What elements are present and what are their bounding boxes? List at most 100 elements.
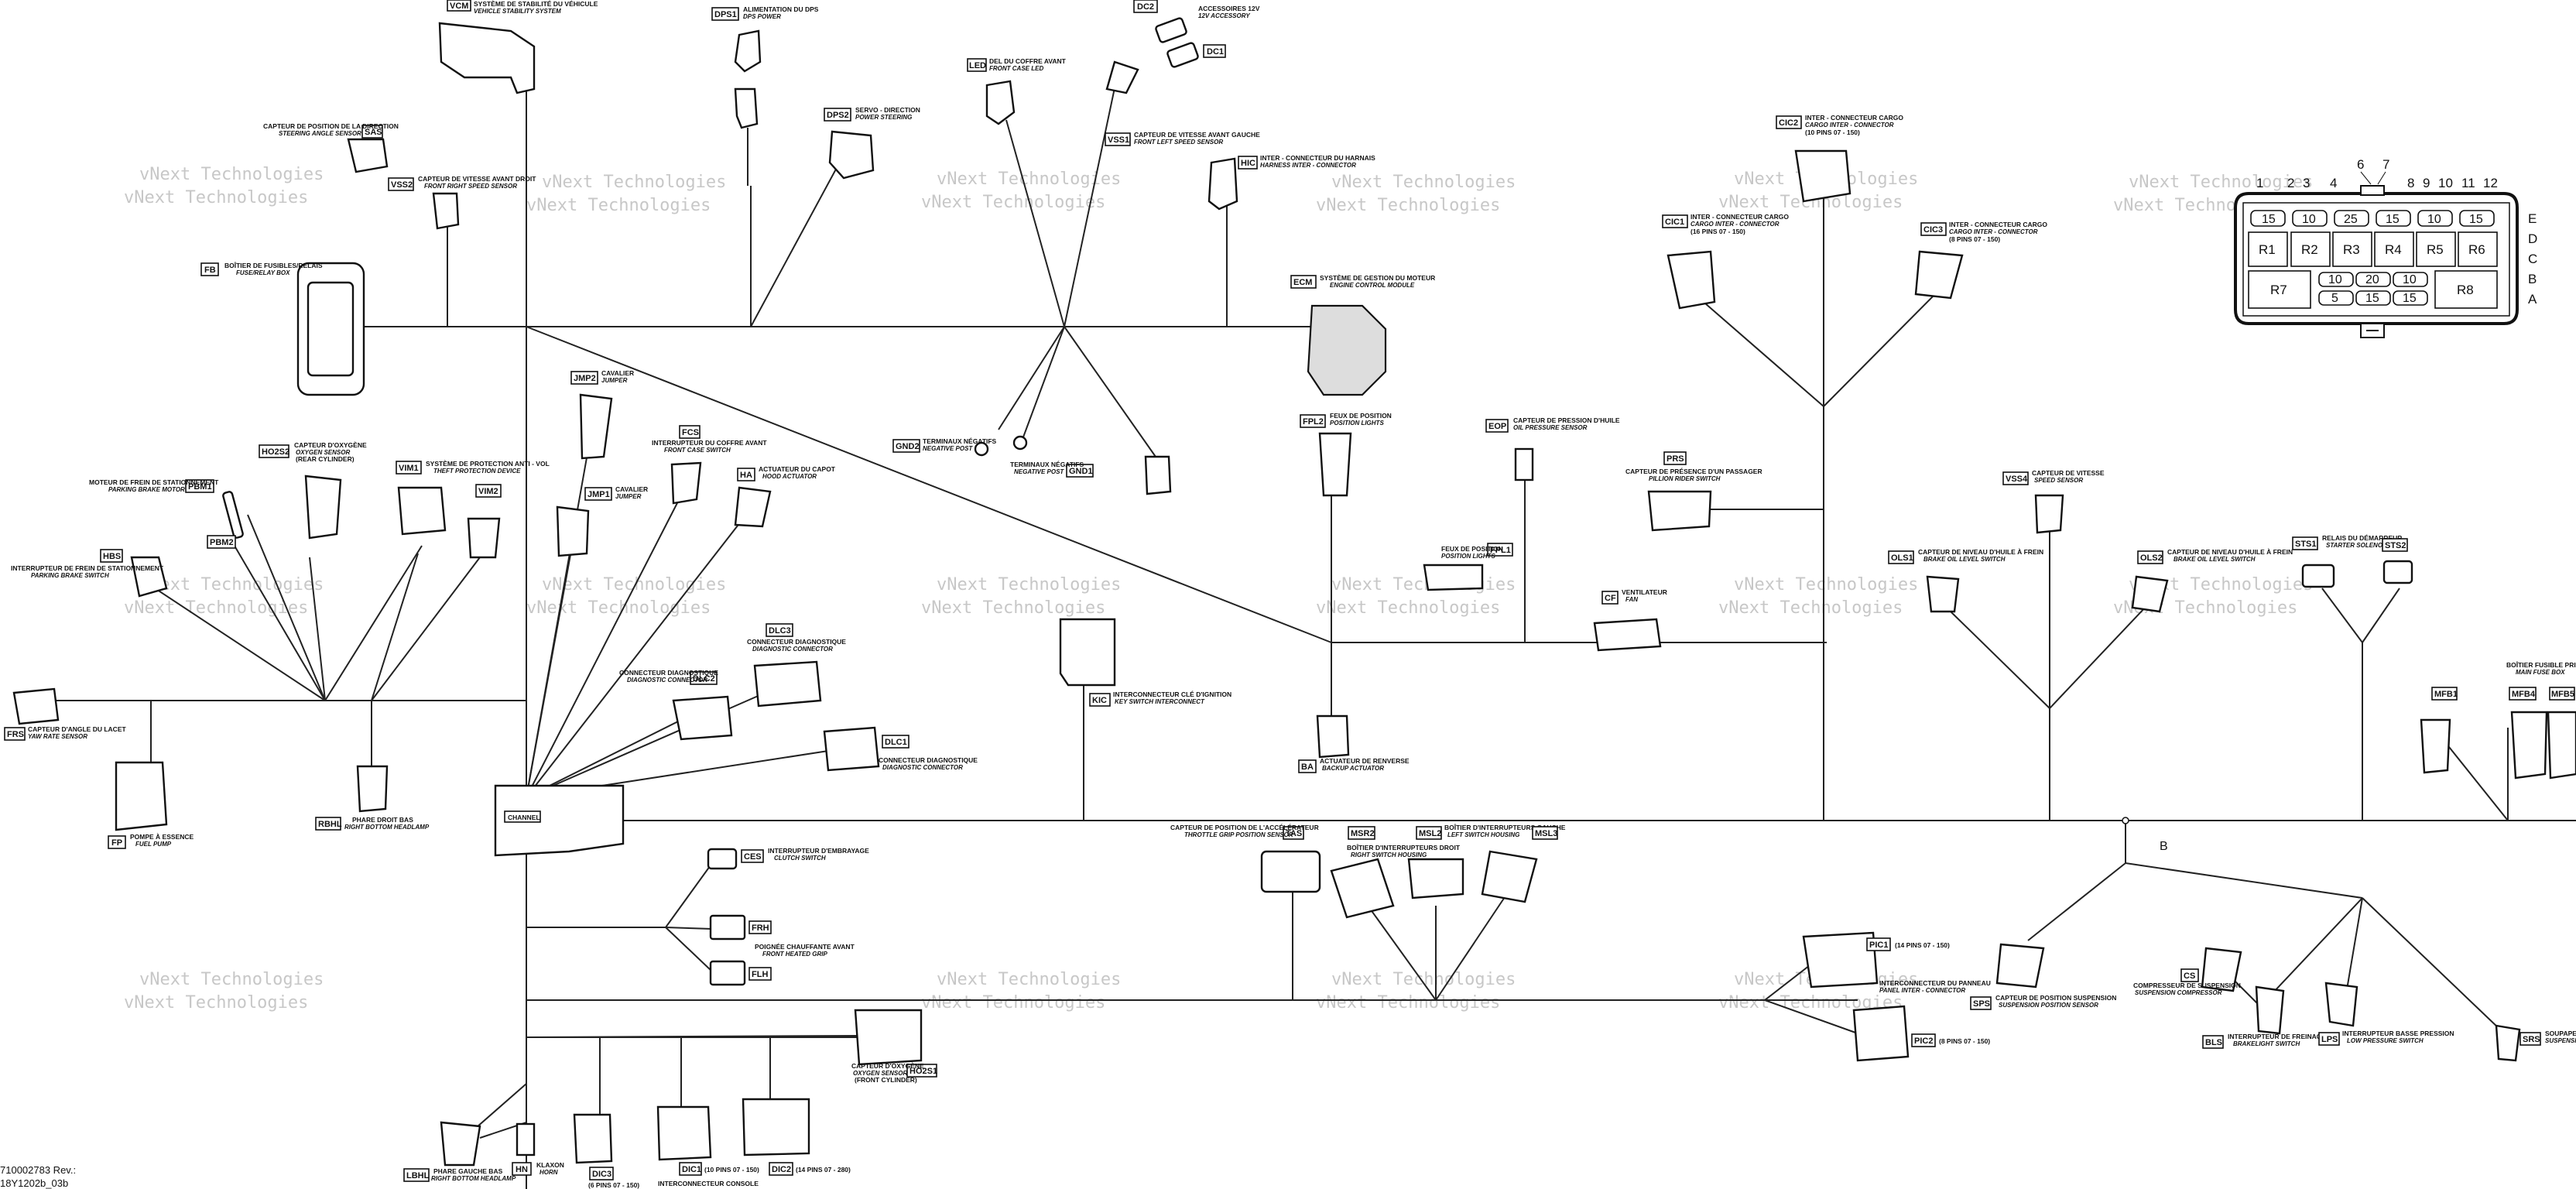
label-fcs-en: FRONT CASE SWITCH (664, 447, 731, 454)
tag-sps: SPS (1973, 999, 1990, 1009)
watermark: vNext Technologies (1718, 598, 1903, 618)
tas-connector-icon (1260, 850, 1321, 893)
ho2s1-connector-icon (854, 1009, 923, 1066)
fuse-value: 15 (2469, 213, 2483, 226)
label-ho2s2-fr: CAPTEUR D'OXYGÈNE (294, 441, 367, 449)
frh-connector-icon (709, 914, 746, 941)
tag-fpl1: FPL1 (1490, 546, 1511, 555)
fuse-col-num: 1 (2256, 176, 2263, 190)
label-hbs-en: PARKING BRAKE SWITCH (31, 572, 109, 579)
label-lbhl-fr: PHARE GAUCHE BAS (433, 1167, 503, 1175)
relay-label: R1 (2259, 242, 2276, 257)
label-ecm-en: ENGINE CONTROL MODULE (1330, 282, 1415, 289)
watermark: vNext Technologies (526, 196, 711, 215)
label-led-en: FRONT CASE LED (989, 65, 1043, 72)
tag-vss2: VSS2 (391, 180, 413, 190)
tag-jmp1: JMP1 (587, 490, 610, 499)
tag-pic2: PIC2 (1914, 1037, 1933, 1046)
tag-hn: HN (516, 1165, 528, 1174)
tag-pic1: PIC1 (1869, 941, 1888, 950)
harness-wires (15, 46, 2576, 1189)
relay-label: R6 (2468, 242, 2485, 257)
srs-connector-icon (2495, 1024, 2521, 1062)
tag-vim2: VIM2 (478, 487, 498, 496)
relay-label: R2 (2301, 242, 2318, 257)
fuse-col-num: 8 (2407, 176, 2414, 190)
ba-connector-icon (1316, 714, 1350, 759)
tag-cf: CF (1605, 594, 1616, 603)
label-ces-en: CLUTCH SWITCH (774, 855, 826, 862)
tag-fpl2: FPL2 (1303, 417, 1324, 427)
label-fb-fr: BOÎTIER DE FUSIBLES/RELAIS (224, 261, 323, 269)
cic1-connector-icon (1667, 250, 1716, 310)
fpl2-connector-icon (1318, 432, 1352, 497)
fuse-col-num: 4 (2330, 176, 2337, 190)
label-cf-en: FAN (1625, 596, 1638, 603)
fuse-col-num: 10 (2438, 176, 2453, 190)
watermark: vNext Technologies (937, 970, 1121, 989)
tag-rbhl: RBHL (318, 820, 342, 829)
label-vss2-en: FRONT RIGHT SPEED SENSOR (424, 183, 517, 190)
sts1-connector-icon (2301, 564, 2335, 588)
label-cs-en: SUSPENSION COMPRESSOR (2135, 989, 2222, 996)
watermark: vNext Technologies (1331, 173, 1516, 192)
tag-sts2: STS2 (2385, 541, 2406, 550)
label-dc2-en: 12V ACCESSORY (1198, 12, 1250, 19)
dps2-connector-icon (828, 130, 875, 180)
tag-dc1: DC1 (1207, 47, 1224, 57)
relay-row-1: R1 R2 R3 R4 R5 R6 (2248, 231, 2498, 267)
label-ho2s1-en: OXYGEN SENSOR (853, 1070, 907, 1077)
tag-sts1: STS1 (2295, 540, 2317, 549)
label-msr2-en: RIGHT SWITCH HOUSING (1351, 851, 1427, 858)
label-gnd2-en: NEGATIVE POST (923, 445, 973, 452)
ces-connector-icon (707, 848, 738, 870)
label-jmp1-fr: CAVALIER (615, 485, 648, 493)
watermark: vNext Technologies (139, 970, 324, 989)
tag-cic1: CIC1 (1665, 218, 1684, 227)
document-footer: 710002783 Rev.: 18Y1202b_03b (0, 1164, 76, 1189)
ols1-connector-icon (1926, 575, 1960, 613)
tag-ces: CES (744, 852, 762, 862)
fuse-box-detail: 1 2 3 4 6 7 8 9 10 11 12 E D C B A 15 10… (2234, 157, 2537, 338)
tag-vss1: VSS1 (1108, 135, 1129, 145)
watermark: vNext Technologies (542, 173, 726, 192)
label-eop-en: OIL PRESSURE SENSOR (1513, 424, 1588, 431)
fuse-row-letter: A (2528, 292, 2537, 307)
label-dlc1-en: DIAGNOSTIC CONNECTOR (882, 764, 963, 771)
label-pbm1-en: PARKING BRAKE MOTOR (108, 486, 185, 493)
branch-label-b: B (2160, 840, 2168, 853)
label-frs-en: YAW RATE SENSOR (28, 733, 87, 740)
tag-led: LED (969, 61, 986, 70)
label-srs-fr: SOUPAPE (2545, 1030, 2576, 1037)
fuse-col-num: 7 (2382, 157, 2389, 172)
label-bls-fr: INTERRUPTEUR DE FREINAGE (2228, 1033, 2326, 1040)
tag-dlc2: DLC2 (693, 674, 715, 684)
fuse-value: 10 (2403, 273, 2417, 286)
rbhl-connector-icon (356, 765, 389, 813)
tag-frs: FRS (7, 730, 24, 739)
tag-flh: FLH (752, 970, 768, 979)
dic3-connector-icon (573, 1113, 613, 1164)
mfb4-connector-icon (2510, 711, 2548, 780)
label-cs-fr: COMPRESSEUR DE SUSPENSION (2133, 982, 2241, 989)
connector-labels: VCM SYSTÈME DE STABILITÉ DU VÉHICULE VEH… (4, 0, 2576, 1189)
tag-dps1: DPS1 (714, 10, 737, 19)
pic2-connector-icon (1852, 1005, 1910, 1062)
label-cic2-en: CARGO INTER - CONNECTOR (1805, 122, 1894, 128)
label-hic-fr: INTER - CONNECTEUR DU HARNAIS (1260, 154, 1375, 162)
label-cic1-en: CARGO INTER - CONNECTOR (1690, 221, 1780, 228)
watermark: vNext Technologies (1734, 575, 1918, 594)
label-vim1-fr: SYSTÈME DE PROTECTION ANTI - VOL (426, 460, 550, 468)
fuse-col-num: 2 (2287, 176, 2294, 190)
watermark: vNext Technologies (542, 575, 726, 594)
fuse-value: 15 (2262, 213, 2276, 226)
label-eop-fr: CAPTEUR DE PRESSION D'HUILE (1513, 416, 1620, 424)
label-fcs-fr: INTERRUPTEUR DU COFFRE AVANT (652, 439, 767, 447)
tag-tas: TAS (1286, 829, 1302, 838)
label-ha-fr: ACTUATEUR DU CAPOT (759, 465, 836, 473)
label-frh-en: FRONT HEATED GRIP (762, 951, 828, 958)
label-led-fr: DEL DU COFFRE AVANT (989, 57, 1067, 65)
label-sas-en: STEERING ANGLE SENSOR (279, 130, 361, 137)
tag-mfb4: MFB4 (2512, 690, 2536, 699)
label-lbhl-en: RIGHT BOTTOM HEADLAMP (431, 1175, 516, 1182)
